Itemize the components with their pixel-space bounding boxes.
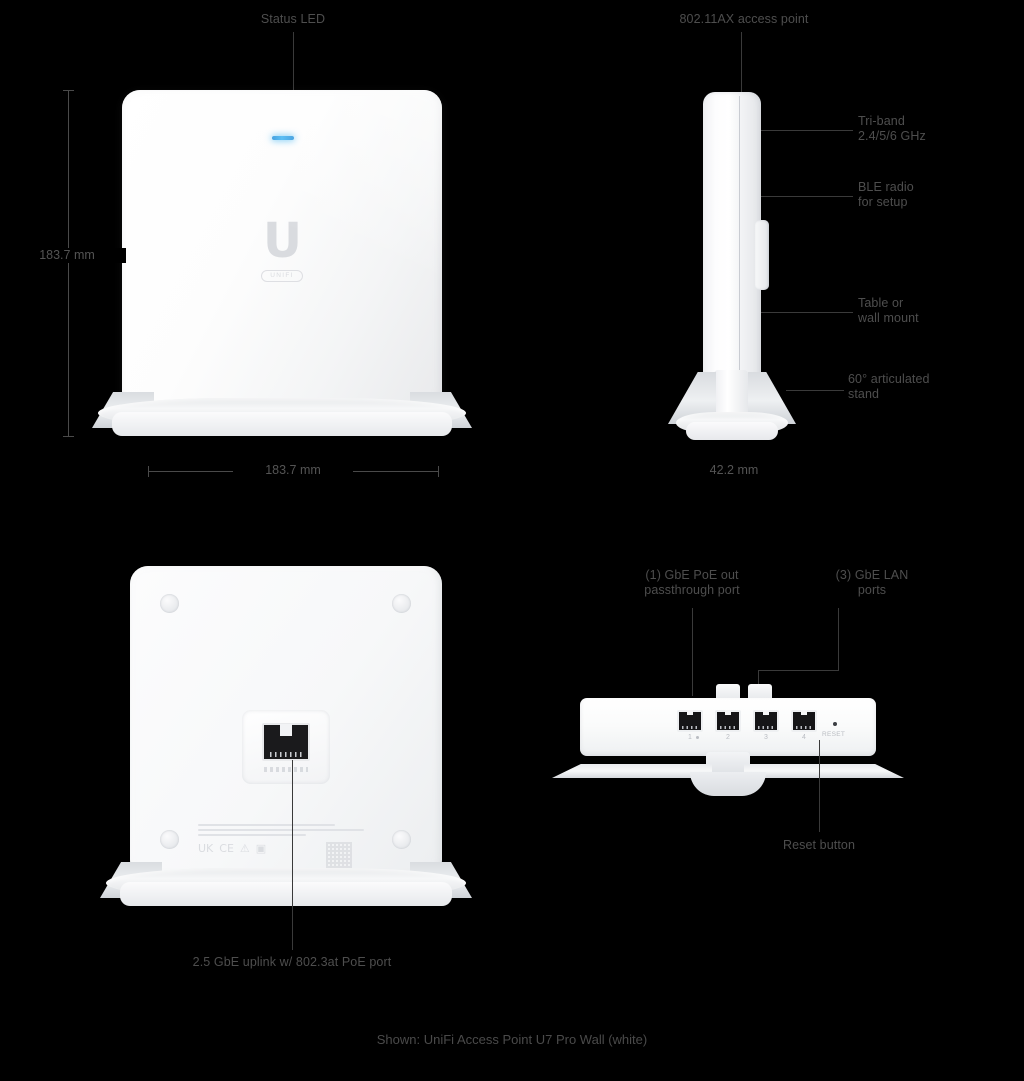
gbe-jack-4 <box>791 710 817 732</box>
port-panel-body: 1 2 3 4 RESET <box>580 698 876 756</box>
callout-wifi-access-point: 802.11AX access point <box>679 12 809 26</box>
status-led-indicator <box>272 136 294 140</box>
dim-label-width: 183.7 mm <box>233 463 353 478</box>
callout-ble-radio: BLE radio for setup <box>858 180 914 209</box>
callout-mount-option: Table or wall mount <box>858 296 919 325</box>
leader-articulating-stand <box>786 390 844 391</box>
gbe-jack-1-label: 1 <box>688 734 692 741</box>
leader-reset-button <box>819 740 820 832</box>
leader-status-led <box>293 32 294 137</box>
screw-hole-top-right <box>392 594 411 613</box>
diagram-caption: Shown: UniFi Access Point U7 Pro Wall (w… <box>376 1032 648 1047</box>
weee-icon: ▣ <box>255 842 267 855</box>
panel-stand-neck <box>706 752 750 774</box>
regulatory-print-block: UK CE ⚠ ▣ <box>198 824 378 855</box>
warning-triangle-icon: ⚠ <box>239 842 250 855</box>
dim-bar-height <box>68 90 69 436</box>
stand-lip-side <box>686 422 778 440</box>
gbe-jack-1 <box>677 710 703 732</box>
device-side-body <box>703 92 761 392</box>
leader-mount-option <box>761 312 853 313</box>
dim-cap-bottom-height <box>63 436 74 437</box>
uplink-rj45-jack <box>262 723 310 761</box>
stand-lip-front <box>112 412 452 436</box>
unifi-badge: UNIFI <box>261 269 303 282</box>
certification-marks: UK CE ⚠ ▣ <box>198 842 378 855</box>
panel-tab-left <box>716 684 740 698</box>
callout-radio-bands: Tri-band 2.4/5/6 GHz <box>858 114 926 143</box>
port-vent-strip <box>264 767 308 772</box>
stand-lip-back <box>120 882 452 906</box>
reset-pinhole[interactable] <box>833 722 837 726</box>
ukca-mark: UK <box>198 842 214 855</box>
dim-label-depth: 42.2 mm <box>684 463 784 478</box>
dim-label-height: 183.7 mm <box>8 248 126 263</box>
gbe-jack-2-label: 2 <box>726 734 730 741</box>
callout-gbe-passthrough: (1) GbE PoE out passthrough port <box>644 568 740 597</box>
panel-wing-right <box>744 764 904 778</box>
panel-tab-right <box>748 684 772 698</box>
qr-code <box>326 842 352 868</box>
ce-mark: CE <box>219 842 234 855</box>
screw-hole-bottom-right <box>392 830 411 849</box>
back-port-recess <box>242 710 330 784</box>
ubiquiti-logo: U UNIFI <box>236 213 328 282</box>
side-seam-line <box>739 96 740 388</box>
gbe-jack-3-label: 3 <box>764 734 768 741</box>
leader-ble-radio <box>761 196 853 197</box>
callout-reset-button: Reset button <box>782 838 856 852</box>
leader-radio-bands <box>761 130 853 131</box>
gbe-jack-4-label: 4 <box>802 734 806 741</box>
leader-gbe-ports-horiz <box>758 670 839 671</box>
callout-articulating-stand: 60° articulated stand <box>848 372 930 401</box>
callout-gbe-ports: (3) GbE LAN ports <box>835 568 909 597</box>
callout-status-led: Status LED <box>260 12 326 26</box>
panel-stand-hump <box>690 772 766 796</box>
device-front-body: U UNIFI <box>122 90 442 410</box>
gbe-jack-1-poe-dot <box>696 736 699 739</box>
screw-hole-bottom-left <box>160 830 179 849</box>
reset-label: RESET <box>822 731 846 738</box>
gbe-jack-3 <box>753 710 779 732</box>
leader-gbe-passthrough <box>692 608 693 696</box>
dim-cap-right-width <box>438 466 439 477</box>
leader-wifi-access-point <box>741 32 742 94</box>
panel-wing-left <box>552 764 712 778</box>
gbe-jack-2 <box>715 710 741 732</box>
u-glyph: U <box>263 213 302 269</box>
leader-gbe-ports-vert <box>838 608 839 670</box>
callout-uplink-port: 2.5 GbE uplink w/ 802.3at PoE port <box>192 955 392 969</box>
screw-hole-top-left <box>160 594 179 613</box>
leader-uplink-port <box>292 760 293 950</box>
side-antenna-nub <box>755 220 769 290</box>
leader-gbe-ports-drop <box>758 670 759 696</box>
device-back-body: UK CE ⚠ ▣ <box>130 566 442 878</box>
